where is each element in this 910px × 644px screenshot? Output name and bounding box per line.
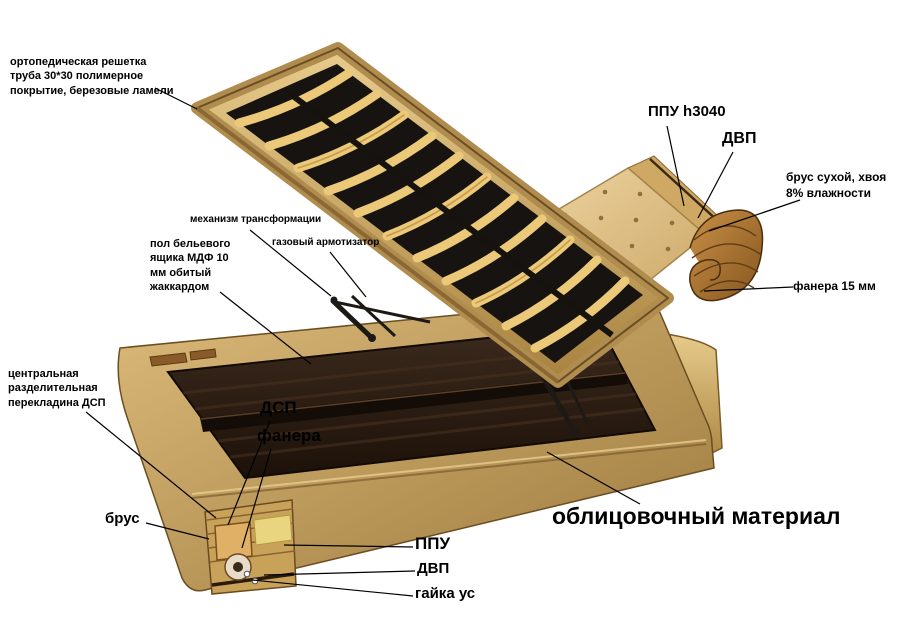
- leader-central: [85, 411, 217, 519]
- leader-lines: [85, 87, 801, 597]
- leader-boxfloor: [219, 291, 312, 365]
- box-rim-highlight: [191, 439, 707, 495]
- leader-fanera15: [703, 286, 794, 292]
- headboard-scroll: [689, 209, 764, 302]
- label-dvp-bottom: ДВП: [417, 560, 450, 577]
- label-fanera-15mm: фанера 15 мм: [793, 279, 876, 293]
- central-divider-bar: [200, 372, 628, 432]
- rim-bracket-2: [189, 348, 217, 361]
- slat-wood-grain: [297, 114, 571, 304]
- slat-platform-group: [191, 42, 674, 388]
- leader-brus-dry: [708, 199, 801, 232]
- leader-gaika: [251, 579, 414, 597]
- label-gaika: гайка ус: [415, 585, 476, 602]
- label-brus-dry: брус сухой, хвоя 8% влажности: [786, 170, 887, 200]
- leader-fanera: [241, 448, 272, 549]
- leader-mechanism: [249, 229, 332, 297]
- label-ppu: ППУ: [415, 534, 451, 553]
- leader-dsp: [227, 420, 271, 526]
- headboard-dvp-layer: [649, 158, 720, 223]
- label-facing-material: облицовочный материал: [552, 503, 841, 529]
- rim-bracket-1: [149, 352, 188, 367]
- corner-post-core: [233, 562, 243, 572]
- label-fanera: фанера: [257, 426, 321, 445]
- brus-block: [214, 521, 253, 561]
- label-ortho-grid: ортопедическая решетка труба 30*30 полим…: [10, 56, 174, 97]
- scroll-wood-grain: [691, 225, 761, 293]
- label-ppu-h3040: ППУ h3040: [648, 103, 726, 120]
- platform-center-rail: [283, 87, 614, 338]
- label-dsp: ДСП: [260, 398, 297, 417]
- ppu-foam-layer: [253, 514, 293, 546]
- label-box-floor: пол бельевого ящика МДФ 10 мм обитый жак…: [150, 238, 231, 293]
- label-central-bar: центральная разделительная перекладина Д…: [8, 368, 106, 409]
- platform-left-edge: [195, 106, 560, 384]
- leader-gas: [329, 251, 367, 298]
- leader-ppu-h3040: [666, 125, 685, 207]
- label-mechanism: механизм трансформации: [190, 214, 322, 225]
- leader-dvp-top: [697, 151, 734, 219]
- leader-ppu: [283, 544, 414, 548]
- leader-ortho: [154, 87, 198, 110]
- label-brus: брус: [105, 510, 140, 527]
- leader-facing: [546, 451, 641, 505]
- label-gas-lift: газовый армотизатор: [272, 237, 380, 248]
- label-dvp-top: ДВП: [722, 130, 757, 147]
- gaika-nut-1: [243, 570, 251, 578]
- corner-cross-section: [204, 499, 297, 595]
- leader-brus: [145, 522, 210, 540]
- box-rim-edge: [191, 443, 707, 499]
- leader-dvp-b: [263, 570, 416, 576]
